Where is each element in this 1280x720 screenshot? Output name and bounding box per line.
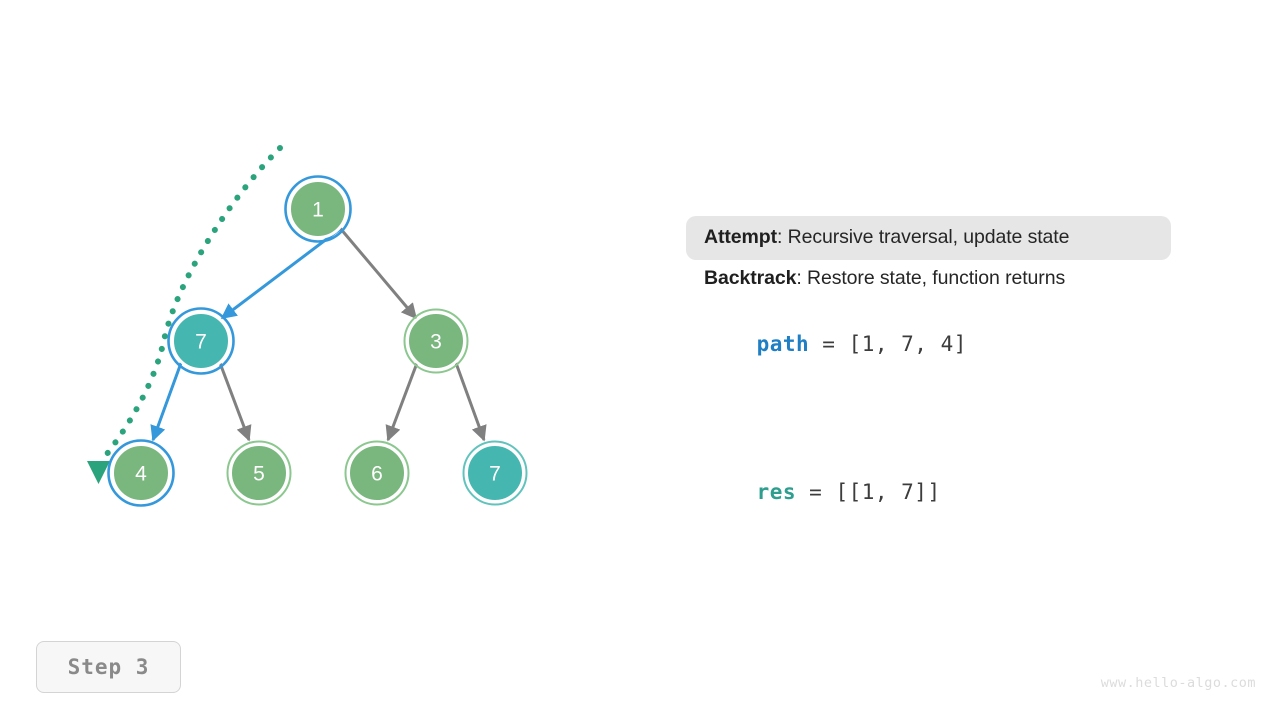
path-variable-name: path [756, 332, 810, 356]
step-badge: Step 3 [36, 641, 181, 693]
node-ring [465, 443, 525, 503]
backtrack-keyword: Backtrack [704, 266, 797, 289]
node-label: 4 [135, 463, 147, 486]
path-variable-value: = [1, 7, 4] [809, 332, 967, 356]
node-ring [347, 443, 407, 503]
tree-node-1[interactable]: 1 [284, 175, 352, 243]
node-label: 7 [489, 463, 501, 486]
tree-edges [150, 227, 487, 442]
tree-node-7-left[interactable]: 7 [167, 307, 235, 375]
node-label: 7 [195, 331, 207, 354]
backtrack-row: Backtrack: Restore state, function retur… [686, 266, 1246, 289]
node-highlight-ring [107, 439, 175, 507]
node-label: 6 [371, 463, 383, 486]
traversal-dotted-path [97, 145, 283, 466]
tree-node-5[interactable]: 5 [226, 440, 292, 506]
traversal-arrowhead-icon [87, 461, 110, 484]
edge-1-to-3 [338, 227, 418, 320]
node-highlight-ring [284, 175, 352, 243]
node-ring [111, 443, 171, 503]
node-label: 1 [312, 199, 324, 222]
info-panel: Attempt: Recursive traversal, update sta… [686, 216, 1246, 528]
node-ring [229, 443, 289, 503]
edge-7-to-4 [150, 362, 183, 442]
watermark: www.hello-algo.com [1100, 675, 1256, 691]
backtrack-text: : Restore state, function returns [796, 266, 1066, 289]
node-ring [406, 311, 466, 371]
traversal-path-group [87, 145, 283, 484]
node-outer-ring [344, 440, 410, 506]
node-label: 5 [253, 463, 265, 486]
tree-node-4[interactable]: 4 [107, 439, 175, 507]
attempt-text: : Recursive traversal, update state [776, 226, 1070, 248]
tree-canvas: 1 7 3 4 5 6 7 [87, 145, 528, 507]
node-outer-ring [403, 308, 469, 374]
attempt-keyword: Attempt [704, 226, 777, 248]
edge-3-to-7 [454, 362, 487, 442]
node-outer-ring [226, 440, 292, 506]
tree-node-6[interactable]: 6 [344, 440, 410, 506]
node-outer-ring [462, 440, 528, 506]
edge-7-to-5 [218, 362, 252, 442]
edge-3-to-6 [385, 362, 419, 442]
res-variable-value: = [[1, 7]] [796, 480, 941, 504]
tree-node-3[interactable]: 3 [403, 308, 469, 374]
tree-diagram: 1 7 3 4 5 6 7 [87, 145, 528, 507]
res-variable-name: res [756, 480, 797, 504]
node-ring [171, 311, 231, 371]
code-spacer [686, 380, 1246, 456]
res-variable-row: res = [[1, 7]] [686, 456, 1246, 528]
path-variable-row: path = [1, 7, 4] [686, 308, 1246, 380]
node-ring [288, 179, 348, 239]
tree-node-7-right[interactable]: 7 [462, 440, 528, 506]
node-highlight-ring [167, 307, 235, 375]
node-label: 3 [430, 331, 442, 354]
edge-1-to-7 [220, 227, 341, 320]
attempt-row: Attempt: Recursive traversal, update sta… [686, 216, 1171, 260]
